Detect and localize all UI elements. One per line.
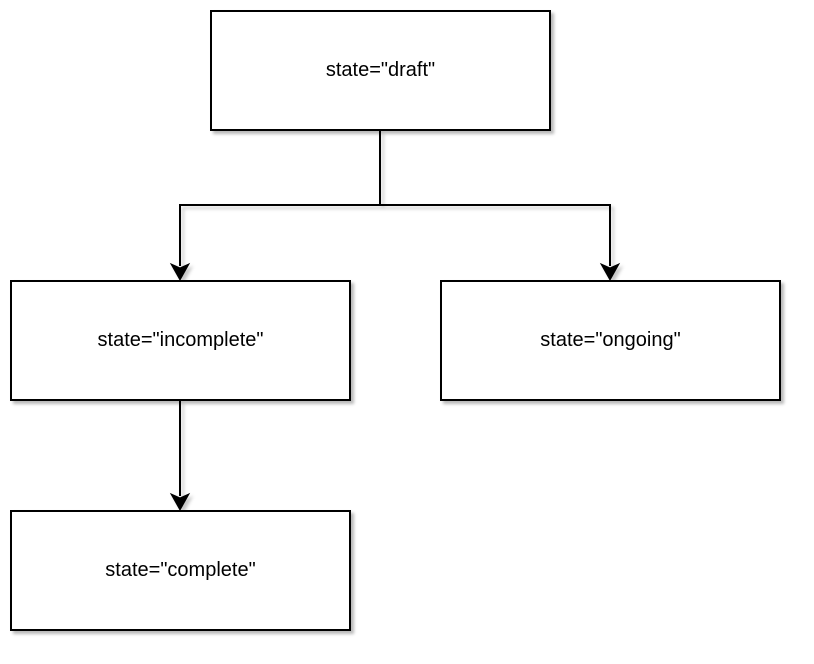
state-node-label: state="incomplete" <box>97 329 264 351</box>
state-node-label: state="ongoing" <box>540 329 681 351</box>
state-node-label: state="complete" <box>105 559 256 581</box>
arrowhead-complete <box>169 492 191 512</box>
edge-draft-to-ongoing <box>380 204 611 266</box>
state-node-label: state="draft" <box>325 59 436 81</box>
edge-draft-to-incomplete <box>179 131 381 266</box>
state-node-incomplete[interactable]: state="incomplete" <box>10 280 351 401</box>
arrowhead-ongoing <box>599 262 621 282</box>
arrowhead-incomplete <box>169 262 191 282</box>
state-node-draft[interactable]: state="draft" <box>210 10 551 131</box>
state-node-complete[interactable]: state="complete" <box>10 510 351 631</box>
state-node-ongoing[interactable]: state="ongoing" <box>440 280 781 401</box>
